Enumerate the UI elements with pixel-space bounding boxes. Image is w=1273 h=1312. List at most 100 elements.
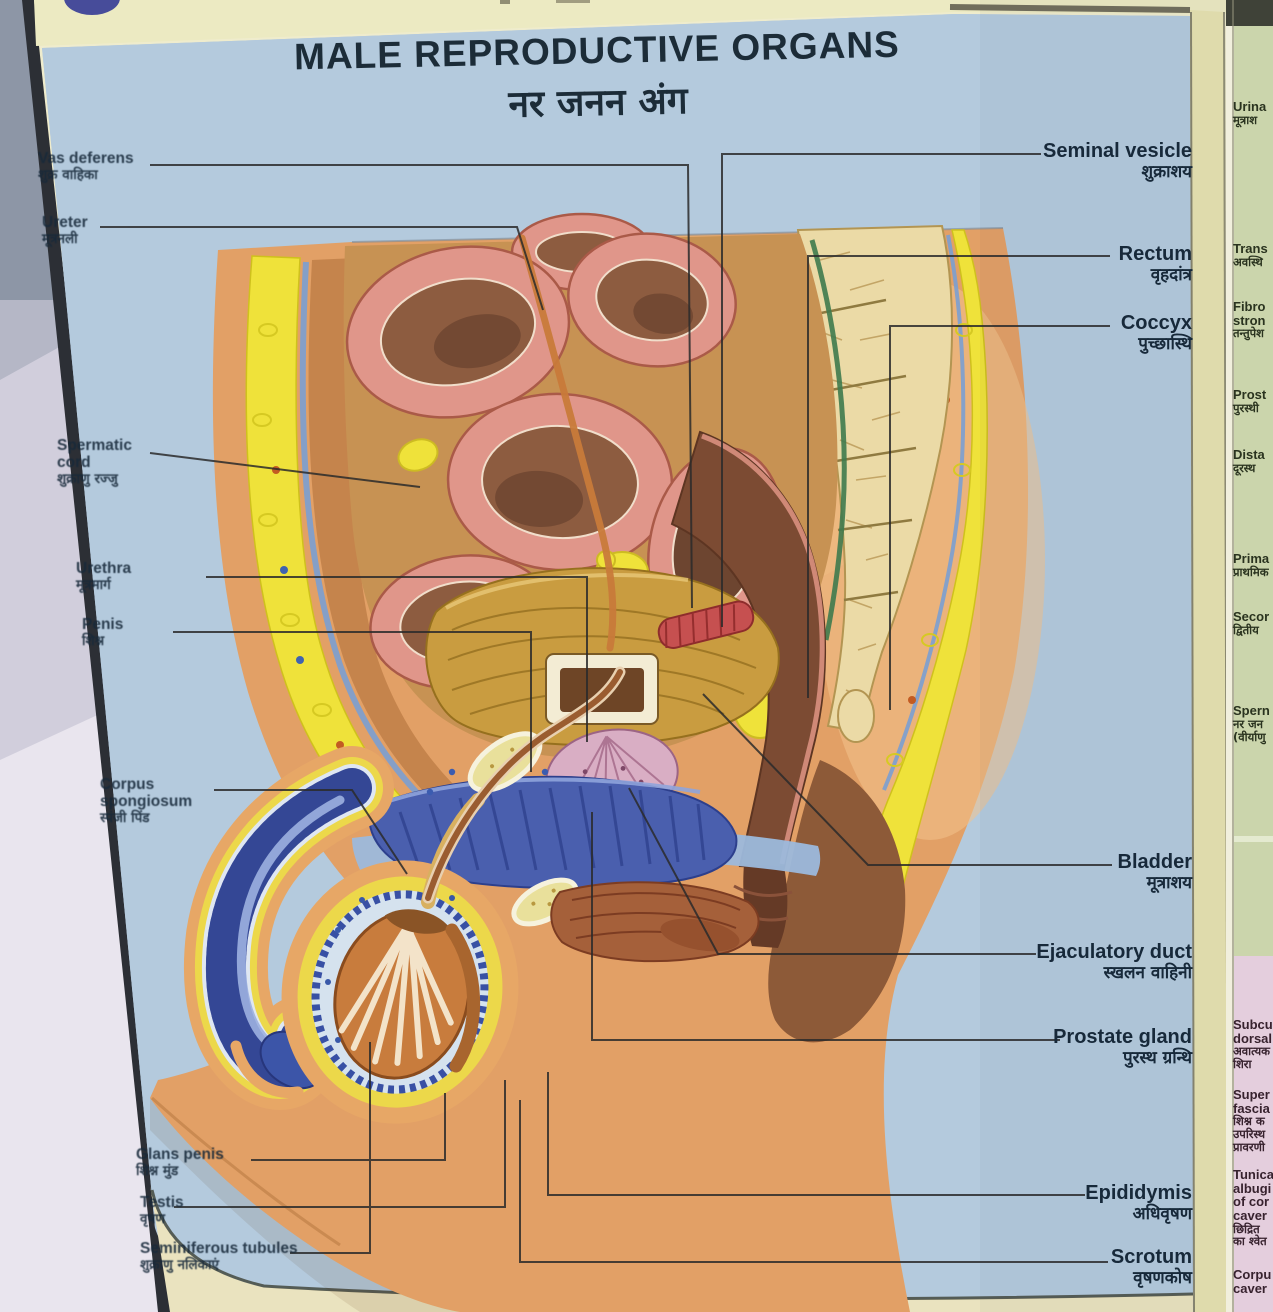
label-text-hi: मूत्राशय	[1146, 873, 1192, 893]
label-text-hi: स्पंजी पिंड	[100, 810, 150, 827]
side-label-hi: छिद्रित का श्वेत	[1233, 1221, 1267, 1249]
scrotum-testis	[281, 793, 519, 1124]
perineal-muscles	[550, 881, 760, 963]
side-label-en: Tunica albugi of cor caver	[1233, 1167, 1273, 1223]
right-side-panel	[1190, 0, 1273, 1312]
side-label-en: Corpu caver	[1233, 1267, 1272, 1296]
label-ejaculatory-duct: Ejaculatory duct स्खलन वाहिनी	[1036, 941, 1192, 984]
scrotum-speckles	[325, 895, 455, 1043]
label-text-hi: शुक्र वाहिका	[38, 167, 98, 184]
corpus-spongiosum-strip	[236, 795, 345, 1049]
label-testis: Testis वृषण	[140, 1194, 184, 1228]
label-text-hi: मूत्रनली	[42, 231, 78, 248]
label-text-en: Bladder	[1117, 851, 1192, 873]
side-label-tunica-albuginea: Tunica albugi of cor caver छिद्रित का श्…	[1233, 1168, 1273, 1248]
side-label-hi: दूरस्थ	[1233, 460, 1256, 475]
side-label-hi: पुरस्थी	[1233, 400, 1259, 415]
side-label-en: Urina	[1233, 99, 1267, 114]
side-label-en: Secor	[1233, 609, 1270, 624]
label-text-en: Spermatic cord	[57, 437, 132, 472]
poster-bottom-strip	[150, 1185, 1193, 1312]
label-seminiferous-tubules: Seminiferous tubules शुक्राणु नलिकाएं	[140, 1240, 298, 1274]
label-spermatic-cord: Spermatic cord शुक्राणु रज्जु	[57, 437, 132, 488]
label-penis: Penis शिश्न	[82, 616, 123, 650]
side-label-sperm: Spern नर जन (वीर्याणु	[1233, 704, 1273, 743]
label-text-en: Ejaculatory duct	[1036, 941, 1192, 963]
gluteal-muscle	[768, 760, 906, 1043]
side-label-primary: Prima प्राथमिक	[1233, 552, 1273, 579]
label-text-hi: अधिवृषण	[1132, 1204, 1192, 1224]
label-text-hi: वृहदांत्र	[1150, 265, 1192, 285]
label-text-en: Epididymis	[1085, 1182, 1192, 1204]
ducts	[422, 234, 626, 904]
side-label-hi: प्राथमिक	[1233, 564, 1269, 579]
label-bladder: Bladder मूत्राशय	[1118, 851, 1192, 894]
corpus-cavernosum-root	[368, 775, 738, 889]
side-panel-pink	[1234, 956, 1273, 1312]
label-text-en: Corpus spongiosum	[100, 776, 193, 811]
label-text-hi: वृषणकोष	[1133, 1268, 1192, 1288]
ureter-tube	[518, 234, 617, 652]
label-text-hi: शिश्न मुंड	[136, 1163, 179, 1180]
label-ureter: Ureter मूत्रनली	[42, 214, 88, 248]
label-text-en: Coccyx	[1120, 312, 1192, 334]
side-label-subcutaneous: Subcu dorsal अवात्यक शिरा	[1233, 1018, 1273, 1071]
side-label-en: Super fascia	[1233, 1087, 1270, 1116]
thigh-crease	[150, 1096, 341, 1247]
poster-top-strip	[34, 0, 1226, 46]
sacrum-coccyx-bone	[796, 224, 954, 743]
side-label-en: Spern	[1233, 703, 1270, 718]
publisher-logo	[64, 0, 120, 15]
side-label-en: Dista	[1233, 447, 1265, 462]
label-glans-penis: Glans penis शिश्न मुंड	[136, 1146, 224, 1180]
label-urethra: Urethra मूत्रमार्ग	[76, 560, 131, 594]
label-prostate-gland: Prostate gland पुरस्थ ग्रन्थि	[1053, 1026, 1192, 1069]
side-label-en: Prost	[1233, 387, 1267, 402]
label-text-hi: शुक्राणु रज्जु	[57, 471, 118, 488]
thigh-shadow	[150, 1098, 460, 1312]
side-label-urinary: Urina मूत्राश	[1233, 100, 1273, 127]
side-label-secondary: Secor द्वितीय	[1233, 610, 1273, 637]
label-text-hi: शिश्न	[82, 633, 105, 650]
label-text-hi: स्खलन वाहिनी	[1103, 963, 1192, 983]
label-text-en: Prostate gland	[1053, 1026, 1192, 1048]
side-label-hi: मूत्राश	[1233, 112, 1258, 127]
side-label-corpus-cavernosum: Corpu caver	[1233, 1268, 1273, 1295]
label-vas-deferens: Vas deferens शुक्र वाहिका	[38, 150, 134, 184]
label-text-hi: शुक्राणु नलिकाएं	[140, 1257, 219, 1274]
side-label-hi: अवस्थि	[1233, 254, 1263, 269]
anatomy-illustration	[150, 212, 1045, 1312]
label-text-hi: शुक्राशय	[1141, 162, 1192, 182]
seminal-vesicle	[657, 600, 755, 649]
side-label-en: Trans	[1233, 241, 1268, 256]
side-label-distal: Dista दूरस्थ	[1233, 448, 1273, 475]
label-text-en: Seminiferous tubules	[140, 1240, 298, 1257]
side-label-fibrous: Fibro stron तन्तुपेश	[1233, 300, 1273, 340]
label-text-en: Vas deferens	[38, 150, 134, 167]
label-corpus-spongiosum: Corpus spongiosum स्पंजी पिंड	[100, 776, 192, 827]
side-label-en: Prima	[1233, 551, 1270, 566]
sacral-ligament	[809, 239, 847, 641]
label-text-en: Urethra	[76, 560, 132, 577]
label-text-hi: पुरस्थ ग्रन्थि	[1122, 1048, 1192, 1068]
side-label-hi: अवात्यक शिरा	[1233, 1044, 1270, 1072]
side-label-hi: नर जन (वीर्याणु	[1233, 716, 1266, 744]
side-label-transverse: Trans अवस्थि	[1233, 242, 1273, 269]
side-label-superficial-fascia: Super fascia शिश्न क उपरिस्थ प्रावरणी	[1233, 1088, 1273, 1154]
label-rectum: Rectum वृहदांत्र	[1119, 243, 1192, 286]
side-label-en: Fibro stron	[1233, 299, 1266, 328]
label-text-en: Penis	[82, 616, 124, 633]
label-text-en: Scrotum	[1110, 1246, 1192, 1268]
side-label-prostatic: Prost पुरस्थी	[1233, 388, 1273, 415]
label-text-hi: वृषण	[140, 1211, 166, 1228]
leader-lines	[100, 153, 1112, 1263]
label-text-en: Glans penis	[136, 1146, 224, 1163]
side-label-hi: द्वितीय	[1233, 622, 1259, 637]
label-text-en: Ureter	[42, 214, 88, 231]
label-text-hi: मूत्रमार्ग	[76, 577, 111, 594]
epididymis-shape	[445, 923, 481, 1073]
side-label-hi: तन्तुपेश	[1233, 326, 1265, 341]
label-text-hi: पुच्छास्थि	[1138, 334, 1192, 354]
